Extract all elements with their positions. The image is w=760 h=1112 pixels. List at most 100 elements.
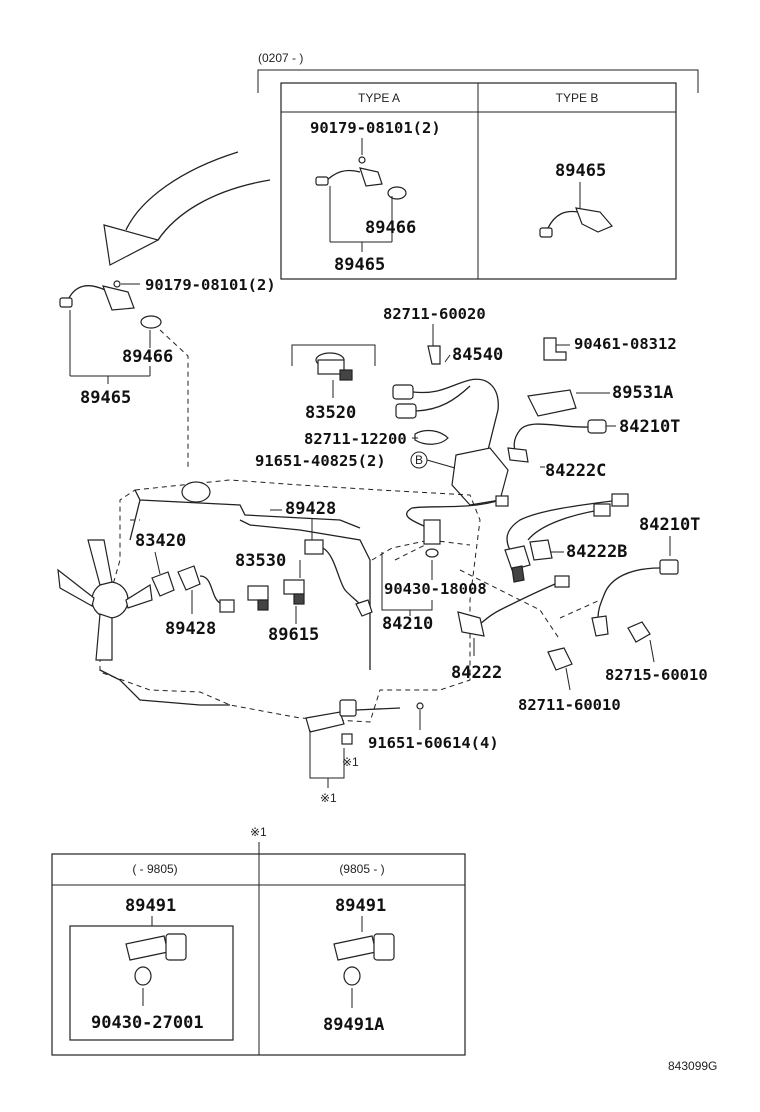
label-84540: 84540 xyxy=(452,345,503,365)
label-89615: 89615 xyxy=(268,625,319,645)
cold-start-injector xyxy=(406,495,509,558)
arrow-head-icon xyxy=(103,224,160,266)
sensor-body-icon xyxy=(151,571,175,597)
switch-body-icon xyxy=(317,359,345,375)
label-91651-40825: 91651-40825(2) xyxy=(255,452,386,470)
block-edge xyxy=(371,539,471,561)
type-a-gasket-label: 89466 xyxy=(365,218,416,238)
coolant-temp-sensor-upper xyxy=(304,539,373,617)
label-83530: 83530 xyxy=(235,551,286,571)
bottom-right-period: (9805 - ) xyxy=(339,862,384,876)
leader xyxy=(154,551,161,575)
cooling-fan xyxy=(57,539,153,661)
label-82711-12200: 82711-12200 xyxy=(304,430,407,448)
dashed-leader xyxy=(394,544,426,561)
valve-body-icon xyxy=(165,933,187,961)
distributor-harness xyxy=(392,378,509,506)
lower-knock-sensor xyxy=(457,575,570,637)
oil-pressure-switch xyxy=(315,352,353,381)
note-mark-bracket: ※1 xyxy=(320,791,337,805)
harness-wire xyxy=(527,509,601,541)
bracket-icon xyxy=(125,935,169,961)
fan-hub-icon xyxy=(91,581,129,619)
sensor-body-icon xyxy=(504,545,531,571)
label-84210t-upper: 84210T xyxy=(619,417,680,437)
label-84210: 84210 xyxy=(382,614,433,634)
bracket-icon xyxy=(333,935,377,961)
sensor-wire xyxy=(324,169,361,183)
label-83420: 83420 xyxy=(135,531,186,551)
sensor-thread-icon xyxy=(511,565,525,583)
connector-icon xyxy=(219,599,235,613)
leader xyxy=(381,552,433,611)
top-period-bracket xyxy=(257,69,699,93)
circle-b-text: B xyxy=(415,453,423,467)
connector-icon xyxy=(554,575,570,588)
dashed-leader xyxy=(559,599,601,619)
left-unit-label: 89491 xyxy=(125,896,176,916)
bracket-83520 xyxy=(291,344,376,366)
sending-units xyxy=(247,579,305,611)
o-ring-icon xyxy=(425,548,439,558)
left-kit-box xyxy=(69,925,234,1041)
leader xyxy=(309,730,345,779)
sensor-body-icon xyxy=(177,565,201,591)
type-b-oxygen-sensor xyxy=(539,207,613,238)
injector-body-icon xyxy=(423,519,441,545)
connector-icon xyxy=(59,297,73,308)
switch-body-icon xyxy=(339,699,357,717)
type-a-oxygen-sensor xyxy=(315,156,407,200)
sensor-body-icon xyxy=(359,167,383,187)
bottom-variant-panel: ※1 ( - 9805) (9805 - ) 89491 90430-27001… xyxy=(51,825,466,1056)
filler-cap-icon xyxy=(181,481,211,503)
connector-icon xyxy=(611,493,629,507)
dashed-leader xyxy=(159,329,189,470)
sensor-wire xyxy=(67,285,106,301)
bracket-icon xyxy=(305,711,345,733)
sensor-wire xyxy=(199,575,223,605)
label-84210t-right: 84210T xyxy=(639,515,700,535)
label-89531a: 89531A xyxy=(612,383,673,403)
bolt-icon xyxy=(113,280,121,288)
clamp-icon xyxy=(627,621,651,643)
injector-wire xyxy=(406,499,501,527)
harness-wire xyxy=(513,423,589,456)
knock-sensor-harnesses xyxy=(504,493,629,583)
sensor-body-icon xyxy=(575,207,613,233)
sensor-body-icon xyxy=(102,285,135,311)
bolt-icon xyxy=(358,156,366,164)
label-89466: 89466 xyxy=(122,347,173,367)
note-mark-small: ※1 xyxy=(342,755,359,769)
left-ring-label: 90430-27001 xyxy=(91,1013,204,1033)
bracket-icon xyxy=(543,337,567,361)
arrow-outline xyxy=(125,151,271,241)
bottom-note-mark: ※1 xyxy=(250,825,267,839)
sender-thread-icon xyxy=(293,593,305,605)
label-89428-left: 89428 xyxy=(165,619,216,639)
fan-blade-icon xyxy=(95,613,113,661)
o-ring-icon xyxy=(134,966,152,986)
sender-body-icon xyxy=(247,585,269,601)
top-period-label: (0207 - ) xyxy=(258,51,303,65)
resistor-body-icon xyxy=(527,389,577,417)
right-harness xyxy=(591,559,679,643)
clamp-band-icon xyxy=(414,429,449,445)
sensor-wire xyxy=(322,547,365,611)
connector-icon xyxy=(355,599,373,617)
label-91651-60614: 91651-60614(4) xyxy=(368,734,499,752)
connector-icon xyxy=(315,176,329,186)
diagram-code: 843099G xyxy=(668,1059,717,1073)
block-edge xyxy=(99,669,230,706)
sender-thread-icon xyxy=(257,599,269,611)
right-vsv-unit xyxy=(333,933,395,986)
label-90179-08101: 90179-08101(2) xyxy=(145,276,276,294)
engine-block-outline xyxy=(99,479,481,723)
type-a-bolt-label: 90179-08101(2) xyxy=(310,119,441,137)
label-82711-60020: 82711-60020 xyxy=(383,305,486,323)
harness-wire xyxy=(597,567,661,619)
sensor-body-icon xyxy=(591,615,609,637)
harness-wire xyxy=(487,409,499,451)
fan-blade-icon xyxy=(87,539,113,586)
fan-blade-icon xyxy=(57,568,95,607)
